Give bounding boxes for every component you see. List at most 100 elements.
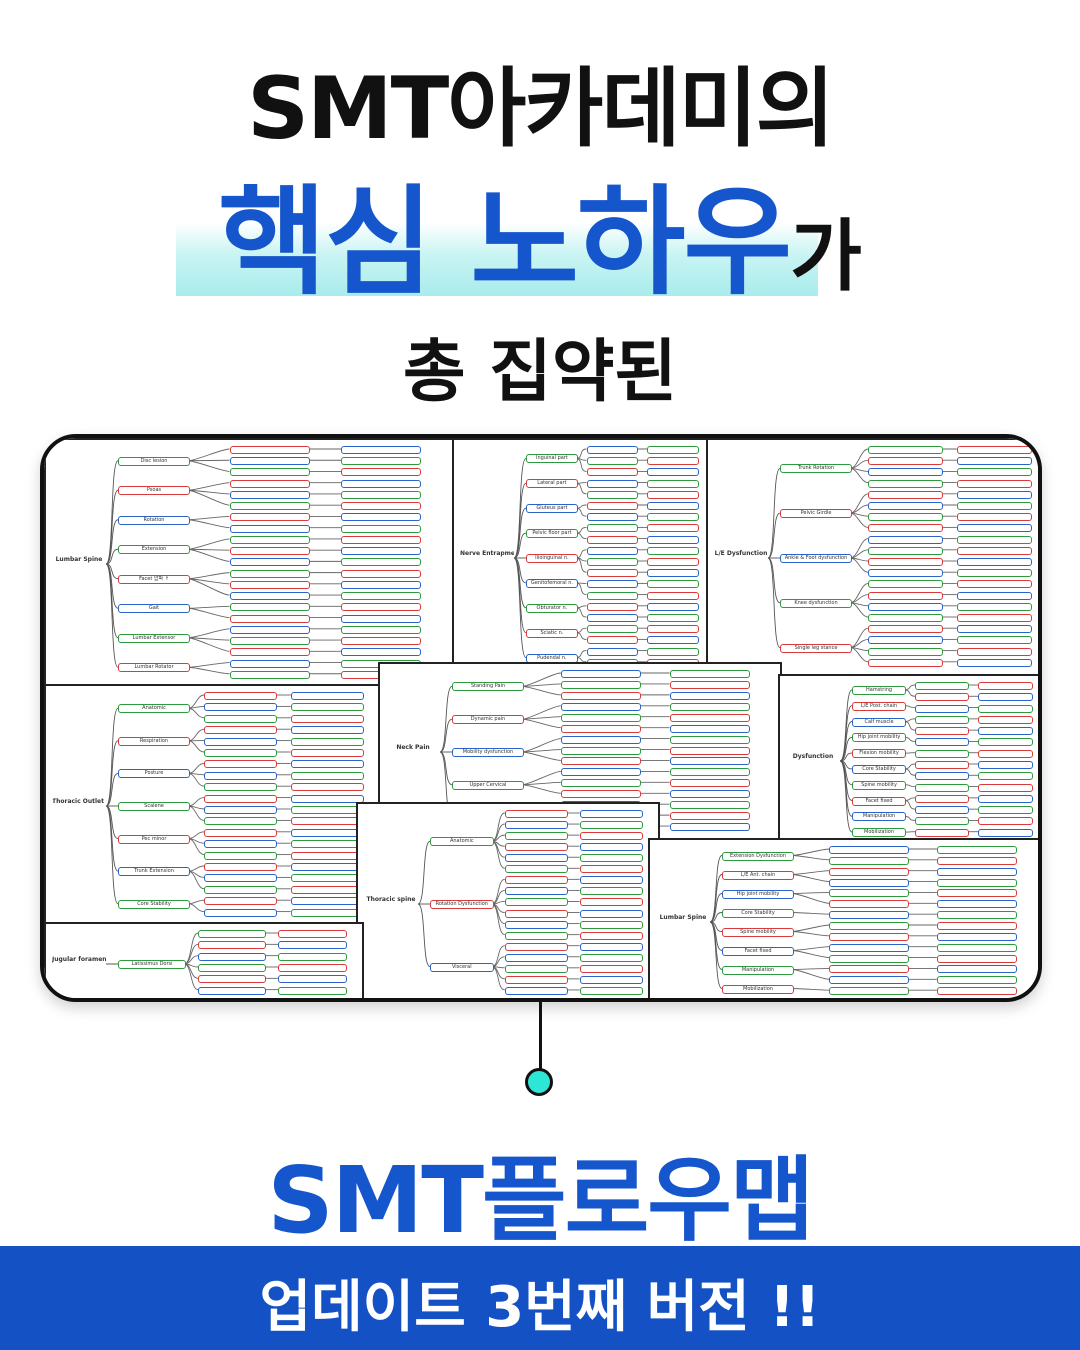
flowmap-leaf-node (229, 637, 310, 646)
flowmap-leaf-node (829, 954, 910, 963)
flowmap-branch-node: Genitofemoral n. (526, 578, 578, 588)
flowmap-leaf-node (278, 964, 347, 972)
flowmap-leaf-node (936, 900, 1017, 909)
flowmap-branch-node: Ankle & Foot dysfunction (780, 554, 852, 563)
flowmap-leaf-node (669, 691, 750, 700)
flowmap-branch-line (791, 931, 830, 937)
flowmap-connectors (105, 448, 342, 675)
flowmap-leaf-node (229, 490, 310, 499)
flowmap-leaf-node (829, 889, 910, 898)
flowmap-branch-line (791, 969, 830, 980)
flowmap-leaf-node (290, 703, 364, 712)
flowmap-branch-node: Standing Pain (452, 682, 524, 692)
flowmap-branch-line (187, 482, 230, 491)
flowmap-branch-node: Respiration (118, 736, 190, 746)
flowmap-branch-node: Latissimus Dorsi (118, 960, 187, 969)
flowmap-leaf-node (504, 810, 569, 818)
flowmap-leaf-node (560, 713, 641, 722)
flowmap-branch-node: Obturator n. (526, 603, 578, 613)
flowmap-branch-line (187, 548, 230, 562)
flowmap-leaf-node (341, 592, 422, 601)
flowmap-leaf-node (669, 680, 750, 689)
flowmap-leaf-node (669, 702, 750, 711)
flowmap-leaf-node (669, 790, 750, 799)
flowmap-leaf-node (290, 783, 364, 792)
flowmap-leaf-node (956, 658, 1032, 667)
flowmap-branch-node: Manipulation (852, 812, 907, 822)
flowmap-leaf-node (868, 535, 944, 544)
flowmap-branch-line (187, 519, 230, 529)
flowmap-branch-node: Dynamic pain (452, 715, 524, 725)
flowmap-branch-line (187, 797, 205, 807)
flowmap-leaf-node (229, 457, 310, 466)
flowmap-leaf-node (647, 468, 699, 477)
flowmap-leaf-node (915, 806, 970, 815)
flowmap-leaf-node (956, 647, 1032, 656)
flowmap-leaf-node (586, 524, 639, 533)
flowmap-leaf-node (868, 636, 944, 645)
flowmap-branch-line (849, 627, 869, 649)
flowmap-branch-line (767, 557, 781, 649)
flowmap-branch-line (521, 718, 561, 729)
flowmap-branch-node: Lateral part (526, 479, 578, 489)
flowmap-branch-line (791, 848, 830, 856)
flowmap-leaf-node (586, 647, 639, 656)
flowmap-branch-line (709, 912, 723, 923)
flowmap-leaf-node (290, 817, 364, 826)
flowmap-root-node: Dysfunction (786, 753, 840, 769)
flowmap-leaf-node (956, 580, 1032, 589)
flowmap-branch-line (767, 512, 781, 559)
flowmap-leaf-node (829, 867, 910, 876)
flowmap-branch-node: Sciatic n. (526, 628, 578, 638)
connector-dot (525, 1068, 553, 1096)
flowmap-leaf-node (647, 490, 699, 499)
flowmap-leaf-node (290, 692, 364, 700)
flowmap-leaf-node (868, 479, 944, 488)
flowmap-branch-line (839, 705, 853, 762)
flowmap-leaf-node (229, 659, 310, 668)
flowmap-leaf-node (204, 885, 278, 894)
flowmap-leaf-node (978, 783, 1033, 792)
flowmap-branch-line (791, 891, 830, 894)
flowmap-leaf-node (579, 832, 644, 841)
flowmap-root-node: Lumbar Spine (52, 556, 106, 572)
flowmap-leaf-node (504, 920, 569, 929)
flowmap-leaf-node (647, 580, 699, 589)
flowmap-branch-line (105, 460, 119, 565)
flowmap-leaf-node (586, 580, 639, 589)
flowmap-leaf-node (579, 953, 644, 962)
flowmap-branch-node: Psoas (118, 486, 190, 496)
flowmap-leaf-node (290, 863, 364, 871)
flowmap-leaf-node (204, 726, 278, 735)
flowmap-branch-line (105, 772, 119, 807)
flowmap-leaf-node (956, 569, 1032, 578)
flowmap-leaf-node (915, 715, 970, 724)
flowmap-branch-node: Lumbar Rotator (118, 663, 190, 673)
flowmap-branch-line (791, 988, 830, 991)
flowmap-leaf-node (504, 931, 569, 940)
flowmap-leaf-node (978, 761, 1033, 769)
flowmap-leaf-node (290, 714, 364, 723)
flowmap-leaf-node (579, 854, 644, 863)
flowmap-leaf-node (978, 738, 1033, 747)
flowmap-root-node: Neck Pain (386, 744, 440, 760)
flowmap-leaf-node (229, 670, 310, 679)
flowmap-branch-line (791, 946, 830, 951)
flowmap-leaf-node (936, 867, 1017, 876)
flowmap-leaf-node (290, 851, 364, 860)
flowmap-leaf-node (586, 479, 639, 488)
flowmap-branch-line (849, 467, 869, 484)
flowmap-leaf-node (868, 647, 944, 656)
flowmap-branch-node: Rotation (118, 515, 190, 525)
flowmap-branch-line (513, 557, 527, 659)
flowmap-leaf-node (669, 670, 750, 678)
flowmap-leaf-node (229, 446, 310, 454)
flowmap-leaf-node (579, 887, 644, 896)
flowmap-leaf-node (204, 840, 278, 849)
flowmap-leaf-node (341, 535, 422, 544)
flowmap-leaf-node (936, 878, 1017, 887)
